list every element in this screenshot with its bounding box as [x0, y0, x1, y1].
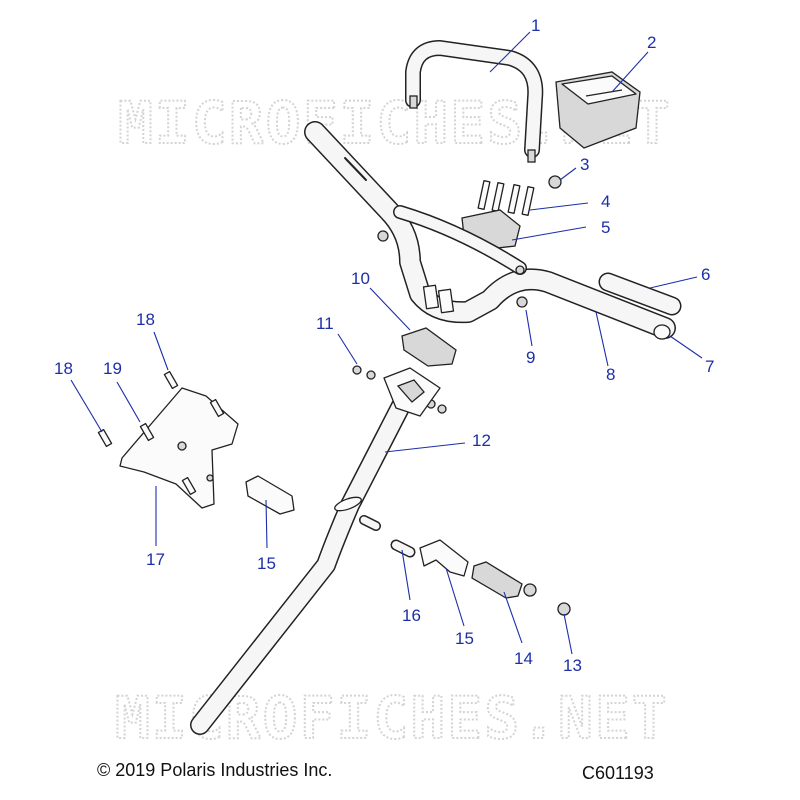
part-12-steering-post — [190, 367, 441, 735]
callout-10: 10 — [351, 269, 370, 288]
callout-19: 19 — [103, 359, 122, 378]
part-17-bracket — [119, 387, 239, 509]
callout-6: 6 — [701, 265, 710, 284]
copyright-notice: © 2019 Polaris Industries Inc. — [97, 760, 333, 780]
drawing-id: C601193 — [582, 763, 654, 783]
part-2-pad-cover — [555, 71, 641, 149]
callout-5: 5 — [601, 218, 610, 237]
callout-18-left: 18 — [54, 359, 73, 378]
callout-8: 8 — [606, 365, 615, 384]
callout-17: 17 — [146, 550, 165, 569]
callout-4: 4 — [601, 192, 610, 211]
part-15-bushing-lower — [419, 539, 469, 577]
callout-13: 13 — [563, 656, 582, 675]
part-3-nut — [548, 175, 562, 189]
part-7-end-cap — [653, 324, 671, 340]
callout-3: 3 — [580, 155, 589, 174]
part-8-handlebar — [304, 121, 676, 339]
part-1-crossbar — [405, 40, 544, 163]
callout-18-top: 18 — [136, 310, 155, 329]
callout-15-lower: 15 — [455, 629, 474, 648]
part-13-nuts — [523, 583, 571, 616]
callout-9: 9 — [526, 348, 535, 367]
part-15-bushing-upper — [245, 475, 295, 515]
callout-1: 1 — [531, 16, 540, 35]
callouts: 1 2 3 4 5 6 7 8 9 10 11 12 13 14 15 15 1… — [54, 16, 714, 675]
part-11-nuts — [352, 365, 447, 414]
part-16-spacer — [359, 515, 416, 558]
part-6-grip — [598, 272, 682, 316]
part-14-plate — [471, 561, 523, 599]
part-18-19-bolts — [97, 370, 225, 496]
callout-11: 11 — [316, 314, 334, 333]
callout-15-upper: 15 — [257, 554, 276, 573]
callout-16: 16 — [402, 606, 421, 625]
callout-12: 12 — [472, 431, 491, 450]
leader-lines — [70, 31, 703, 655]
callout-14: 14 — [514, 649, 533, 668]
part-10-clamp — [401, 327, 457, 367]
callout-7: 7 — [705, 357, 714, 376]
part-4-bolts — [477, 180, 535, 216]
callout-2: 2 — [647, 33, 656, 52]
